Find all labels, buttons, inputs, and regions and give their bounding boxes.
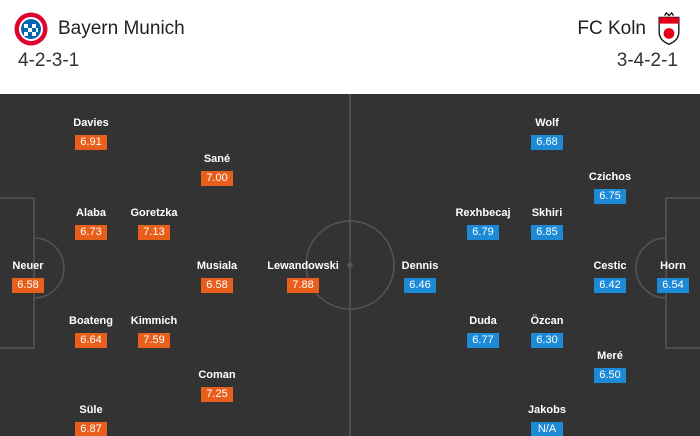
player-name: Jakobs bbox=[528, 404, 566, 416]
player-sule[interactable]: Süle 6.87 bbox=[46, 404, 136, 436]
player-name: Duda bbox=[469, 315, 497, 327]
player-name: Horn bbox=[660, 260, 686, 272]
player-rating: 6.68 bbox=[531, 135, 563, 150]
player-rating: 6.79 bbox=[467, 225, 499, 240]
player-rating: 6.46 bbox=[404, 278, 436, 293]
player-name: Süle bbox=[79, 404, 103, 416]
player-name: Neuer bbox=[12, 260, 44, 272]
player-jakobs[interactable]: Jakobs N/A bbox=[502, 404, 592, 436]
away-team-name[interactable]: FC Koln bbox=[577, 18, 646, 39]
player-name: Dennis bbox=[401, 260, 439, 272]
player-ozcan[interactable]: Özcan 6.30 bbox=[502, 315, 592, 348]
player-name: Kimmich bbox=[130, 315, 178, 327]
player-rating: 6.54 bbox=[657, 278, 689, 293]
player-name: Boateng bbox=[69, 315, 113, 327]
player-name: Wolf bbox=[535, 117, 559, 129]
player-name: Goretzka bbox=[130, 207, 178, 219]
player-name: Davies bbox=[73, 117, 109, 129]
player-musiala[interactable]: Musiala 6.58 bbox=[172, 260, 262, 293]
player-rating: 6.87 bbox=[75, 422, 107, 436]
pitch: Neuer 6.58 Davies 6.91 Alaba 6.73 Boaten… bbox=[0, 94, 700, 436]
pitch-markings bbox=[0, 94, 700, 436]
player-rating: 6.58 bbox=[12, 278, 44, 293]
player-kimmich[interactable]: Kimmich 7.59 bbox=[109, 315, 199, 348]
player-rating: 6.58 bbox=[201, 278, 233, 293]
player-name: Özcan bbox=[530, 315, 564, 327]
player-rating: 7.00 bbox=[201, 171, 233, 186]
player-rating: 6.64 bbox=[75, 333, 107, 348]
player-name: Czichos bbox=[588, 171, 632, 183]
player-name: Cestic bbox=[593, 260, 627, 272]
player-lewandowski[interactable]: Lewandowski 7.88 bbox=[258, 260, 348, 293]
player-name: Sané bbox=[203, 153, 231, 165]
player-alaba[interactable]: Alaba 6.73 bbox=[46, 207, 136, 240]
player-horn[interactable]: Horn 6.54 bbox=[628, 260, 700, 293]
player-davies[interactable]: Davies 6.91 bbox=[46, 117, 136, 150]
player-goretzka[interactable]: Goretzka 7.13 bbox=[109, 207, 199, 240]
player-rating: 6.77 bbox=[467, 333, 499, 348]
player-rating: 7.13 bbox=[138, 225, 170, 240]
player-neuer[interactable]: Neuer 6.58 bbox=[0, 260, 73, 293]
player-rating: 7.25 bbox=[201, 387, 233, 402]
player-rating: 6.42 bbox=[594, 278, 626, 293]
player-rating: N/A bbox=[531, 422, 563, 436]
player-rating: 6.85 bbox=[531, 225, 563, 240]
player-rating: 6.30 bbox=[531, 333, 563, 348]
player-rating: 6.91 bbox=[75, 135, 107, 150]
player-name: Lewandowski bbox=[267, 260, 339, 272]
player-sane[interactable]: Sané 7.00 bbox=[172, 153, 262, 186]
match-header: Bayern Munich 4-2-3-1 FC Koln 3-4-2-1 bbox=[0, 0, 700, 94]
player-boateng[interactable]: Boateng 6.64 bbox=[46, 315, 136, 348]
player-name: Musiala bbox=[196, 260, 238, 272]
player-dennis[interactable]: Dennis 6.46 bbox=[375, 260, 465, 293]
player-duda[interactable]: Duda 6.77 bbox=[438, 315, 528, 348]
player-name: Alaba bbox=[76, 207, 106, 219]
player-rexhbecaj[interactable]: Rexhbecaj 6.79 bbox=[438, 207, 528, 240]
player-name: Meré bbox=[597, 350, 623, 362]
player-wolf[interactable]: Wolf 6.68 bbox=[502, 117, 592, 150]
player-rating: 7.88 bbox=[287, 278, 319, 293]
home-team-name[interactable]: Bayern Munich bbox=[58, 18, 185, 39]
player-mere[interactable]: Meré 6.50 bbox=[565, 350, 655, 383]
player-name: Rexhbecaj bbox=[455, 207, 511, 219]
player-czichos[interactable]: Czichos 6.75 bbox=[565, 171, 655, 204]
player-skhiri[interactable]: Skhiri 6.85 bbox=[502, 207, 592, 240]
player-cestic[interactable]: Cestic 6.42 bbox=[565, 260, 655, 293]
away-formation: 3-4-2-1 bbox=[616, 50, 678, 71]
player-name: Skhiri bbox=[531, 207, 563, 219]
fc-koln-crest-icon bbox=[658, 12, 680, 45]
player-rating: 6.73 bbox=[75, 225, 107, 240]
player-name: Coman bbox=[198, 369, 236, 381]
bayern-munich-crest-icon bbox=[14, 12, 48, 46]
player-rating: 6.50 bbox=[594, 368, 626, 383]
home-formation: 4-2-3-1 bbox=[18, 50, 80, 71]
player-rating: 6.75 bbox=[594, 189, 626, 204]
player-rating: 7.59 bbox=[138, 333, 170, 348]
player-coman[interactable]: Coman 7.25 bbox=[172, 369, 262, 402]
